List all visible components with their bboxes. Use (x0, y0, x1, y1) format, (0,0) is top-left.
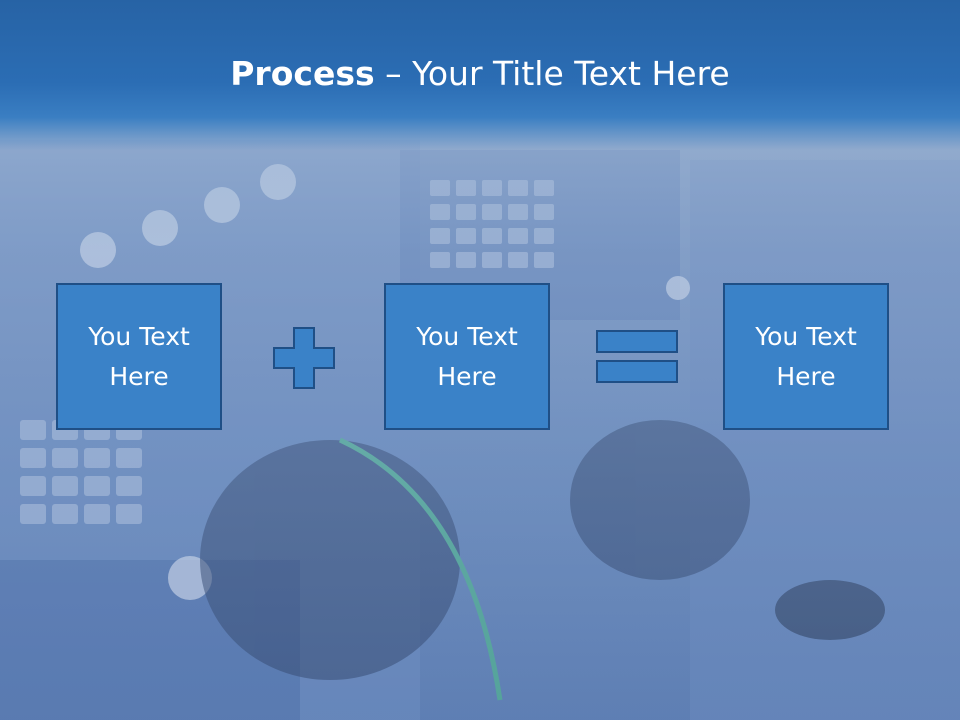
equals-icon (596, 330, 678, 383)
process-box-1[interactable]: You Text Here (56, 283, 222, 430)
process-box-3[interactable]: You Text Here (723, 283, 889, 430)
slide-title: Process – Your Title Text Here (0, 52, 960, 96)
process-box-3-line2: Here (776, 361, 836, 391)
process-box-1-line2: Here (109, 361, 169, 391)
slide-title-bold: Process (230, 54, 375, 93)
process-box-3-line1: You Text (755, 321, 857, 351)
process-box-1-line1: You Text (88, 321, 190, 351)
process-box-2-line2: Here (437, 361, 497, 391)
process-box-2-line1: You Text (416, 321, 518, 351)
title-band (0, 0, 960, 150)
slide-title-rest: – Your Title Text Here (374, 54, 730, 93)
plus-icon (273, 327, 335, 389)
process-box-2[interactable]: You Text Here (384, 283, 550, 430)
